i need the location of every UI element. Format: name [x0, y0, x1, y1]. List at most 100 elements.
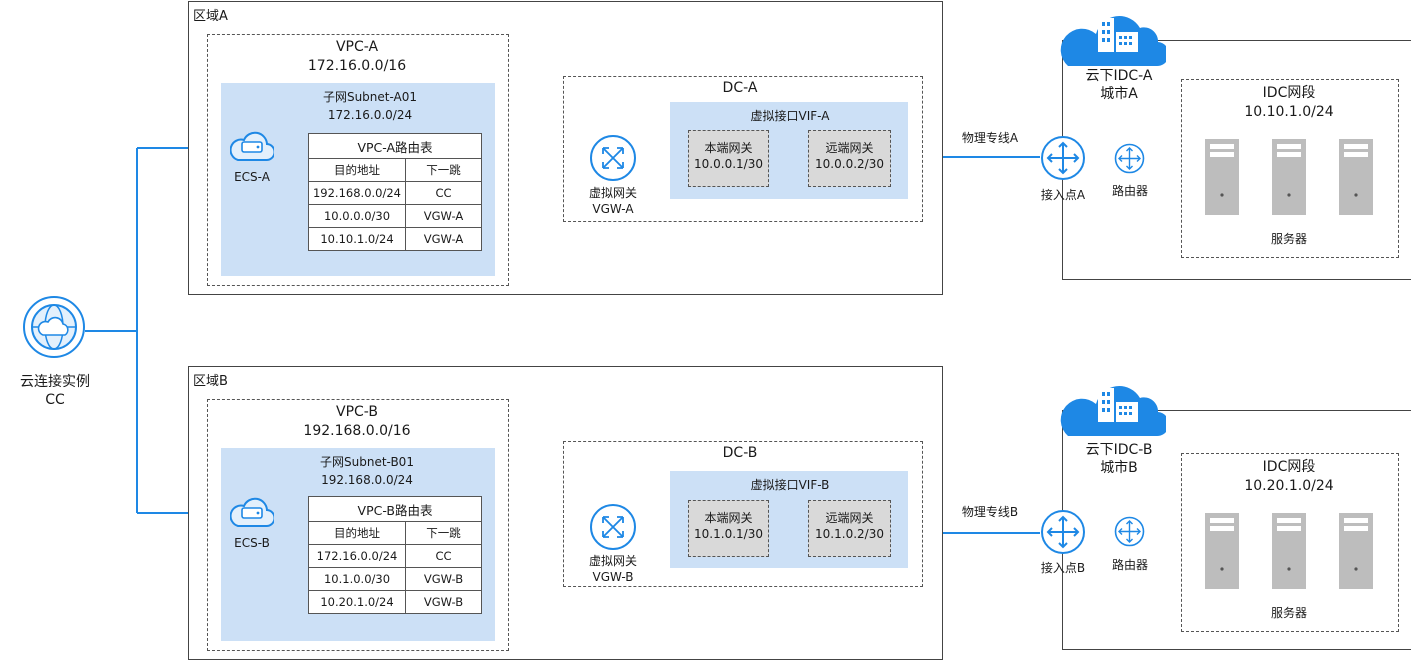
physical-link-label: 物理专线B — [961, 505, 1019, 519]
subnet-name: 子网Subnet-B01 — [320, 455, 414, 469]
vpc-a-box — [207, 34, 509, 286]
route-destination: 10.20.1.0/24 — [308, 590, 406, 614]
idc-a-segment-header: IDC网段 10.10.1.0/24 — [1229, 84, 1349, 122]
local-gateway-b: 本端网关 10.1.0.1/30 — [688, 500, 769, 557]
route-destination: 192.168.0.0/24 — [308, 181, 406, 205]
router-icon — [1114, 516, 1145, 547]
gateway-ip: 10.1.0.1/30 — [694, 527, 763, 541]
router-label: 路由器 — [1111, 184, 1148, 198]
idc-name: 云下IDC-B — [1085, 442, 1153, 458]
cloud-building-icon — [1060, 386, 1170, 437]
gateway-label: 本端网关 — [704, 511, 753, 525]
server-icon — [1272, 513, 1306, 589]
dc-a-box — [563, 76, 923, 222]
ecs-label: ECS-B — [234, 536, 270, 550]
cc-id: CC — [45, 392, 65, 408]
vgw-id: VGW-B — [592, 570, 634, 584]
route-table-title: VPC-A路由表 — [308, 133, 482, 159]
router-label: 路由器 — [1111, 558, 1148, 572]
segment-cidr: 10.10.1.0/24 — [1244, 104, 1334, 120]
access-point-b — [1040, 509, 1086, 559]
dc-b-box — [563, 441, 923, 587]
access-point-label: 接入点A — [1040, 188, 1086, 202]
local-gateway-a: 本端网关 10.0.0.1/30 — [688, 130, 769, 187]
cloud-building-icon — [1060, 16, 1170, 67]
subnet-a-header: 子网Subnet-A01 172.16.0.0/24 — [300, 88, 440, 124]
vgw-title: 虚拟网关 — [588, 554, 637, 568]
segment-cidr: 10.20.1.0/24 — [1244, 478, 1334, 494]
gateway-ip: 10.0.0.2/30 — [815, 157, 884, 171]
route-table-title: VPC-B路由表 — [308, 496, 482, 522]
server-icon — [1205, 139, 1239, 215]
server-icon — [1205, 513, 1239, 589]
cc-label: 云连接实例 CC — [5, 373, 105, 409]
router-icon — [590, 504, 636, 550]
access-router-icon — [1041, 510, 1085, 554]
gateway-label: 远端网关 — [825, 511, 874, 525]
route-nexthop: VGW-A — [405, 227, 482, 251]
ecs-cloud-icon — [229, 497, 276, 527]
vgw-id: VGW-A — [592, 202, 634, 216]
idc-b-segment-box — [1181, 453, 1399, 632]
vgw-title: 虚拟网关 — [588, 186, 637, 200]
servers-label: 服务器 — [1270, 232, 1307, 246]
route-nexthop: VGW-A — [405, 204, 482, 228]
route-nexthop: CC — [405, 181, 482, 205]
server-icons-a — [1205, 139, 1373, 215]
server-icons-b — [1205, 513, 1373, 589]
route-destination: 10.10.1.0/24 — [308, 227, 406, 251]
vgw-a-label: 虚拟网关 VGW-A — [573, 185, 653, 217]
subnet-cidr: 192.168.0.0/24 — [321, 473, 413, 487]
vgw-b-node — [589, 503, 637, 555]
subnet-name: 子网Subnet-A01 — [322, 90, 418, 104]
route-destination: 172.16.0.0/24 — [308, 544, 406, 568]
vpc-name: VPC-A — [335, 39, 379, 55]
gateway-ip: 10.1.0.2/30 — [815, 527, 884, 541]
vpc-name: VPC-B — [336, 404, 378, 420]
servers-label: 服务器 — [1270, 606, 1307, 620]
ecs-label: ECS-A — [234, 170, 270, 184]
vpc-b-header: VPC-B 192.168.0.0/16 — [207, 403, 507, 441]
remote-gateway-a: 远端网关 10.0.0.2/30 — [808, 130, 891, 187]
dc-label: DC-B — [722, 445, 758, 461]
segment-title: IDC网段 — [1262, 459, 1316, 475]
globe-cloud-icon — [23, 296, 85, 358]
route-destination: 10.1.0.0/30 — [308, 567, 406, 591]
subnet-b-header: 子网Subnet-B01 192.168.0.0/24 — [297, 453, 437, 489]
ecs-b-node — [229, 488, 276, 534]
gateway-label: 本端网关 — [704, 141, 753, 155]
region-title: 区域A — [193, 9, 228, 24]
vif-title: 虚拟接口VIF-A — [750, 109, 830, 123]
idc-b-segment-header: IDC网段 10.20.1.0/24 — [1229, 458, 1349, 496]
region-title: 区域B — [193, 374, 228, 389]
route-header-destination: 目的地址 — [308, 521, 406, 545]
route-nexthop: VGW-B — [405, 567, 482, 591]
server-icon — [1339, 139, 1373, 215]
vpc-cidr: 192.168.0.0/16 — [303, 423, 411, 439]
access-point-a — [1040, 135, 1086, 185]
segment-title: IDC网段 — [1262, 85, 1316, 101]
router-a — [1114, 143, 1145, 178]
idc-b-cloud — [1058, 372, 1170, 442]
idc-city: 城市B — [1100, 460, 1138, 476]
gateway-ip: 10.0.0.1/30 — [694, 157, 763, 171]
router-icon — [590, 135, 636, 181]
vpc-a-header: VPC-A 172.16.0.0/16 — [207, 38, 507, 76]
physical-link-label: 物理专线A — [961, 131, 1019, 145]
remote-gateway-b: 远端网关 10.1.0.2/30 — [808, 500, 891, 557]
dc-label: DC-A — [722, 80, 758, 96]
cc-name: 云连接实例 — [20, 374, 90, 390]
vpc-b-box — [207, 399, 509, 651]
vif-title: 虚拟接口VIF-B — [750, 478, 830, 492]
gateway-label: 远端网关 — [825, 141, 874, 155]
route-nexthop: VGW-B — [405, 590, 482, 614]
ecs-a-node — [229, 122, 276, 168]
route-header-nexthop: 下一跳 — [405, 158, 482, 182]
